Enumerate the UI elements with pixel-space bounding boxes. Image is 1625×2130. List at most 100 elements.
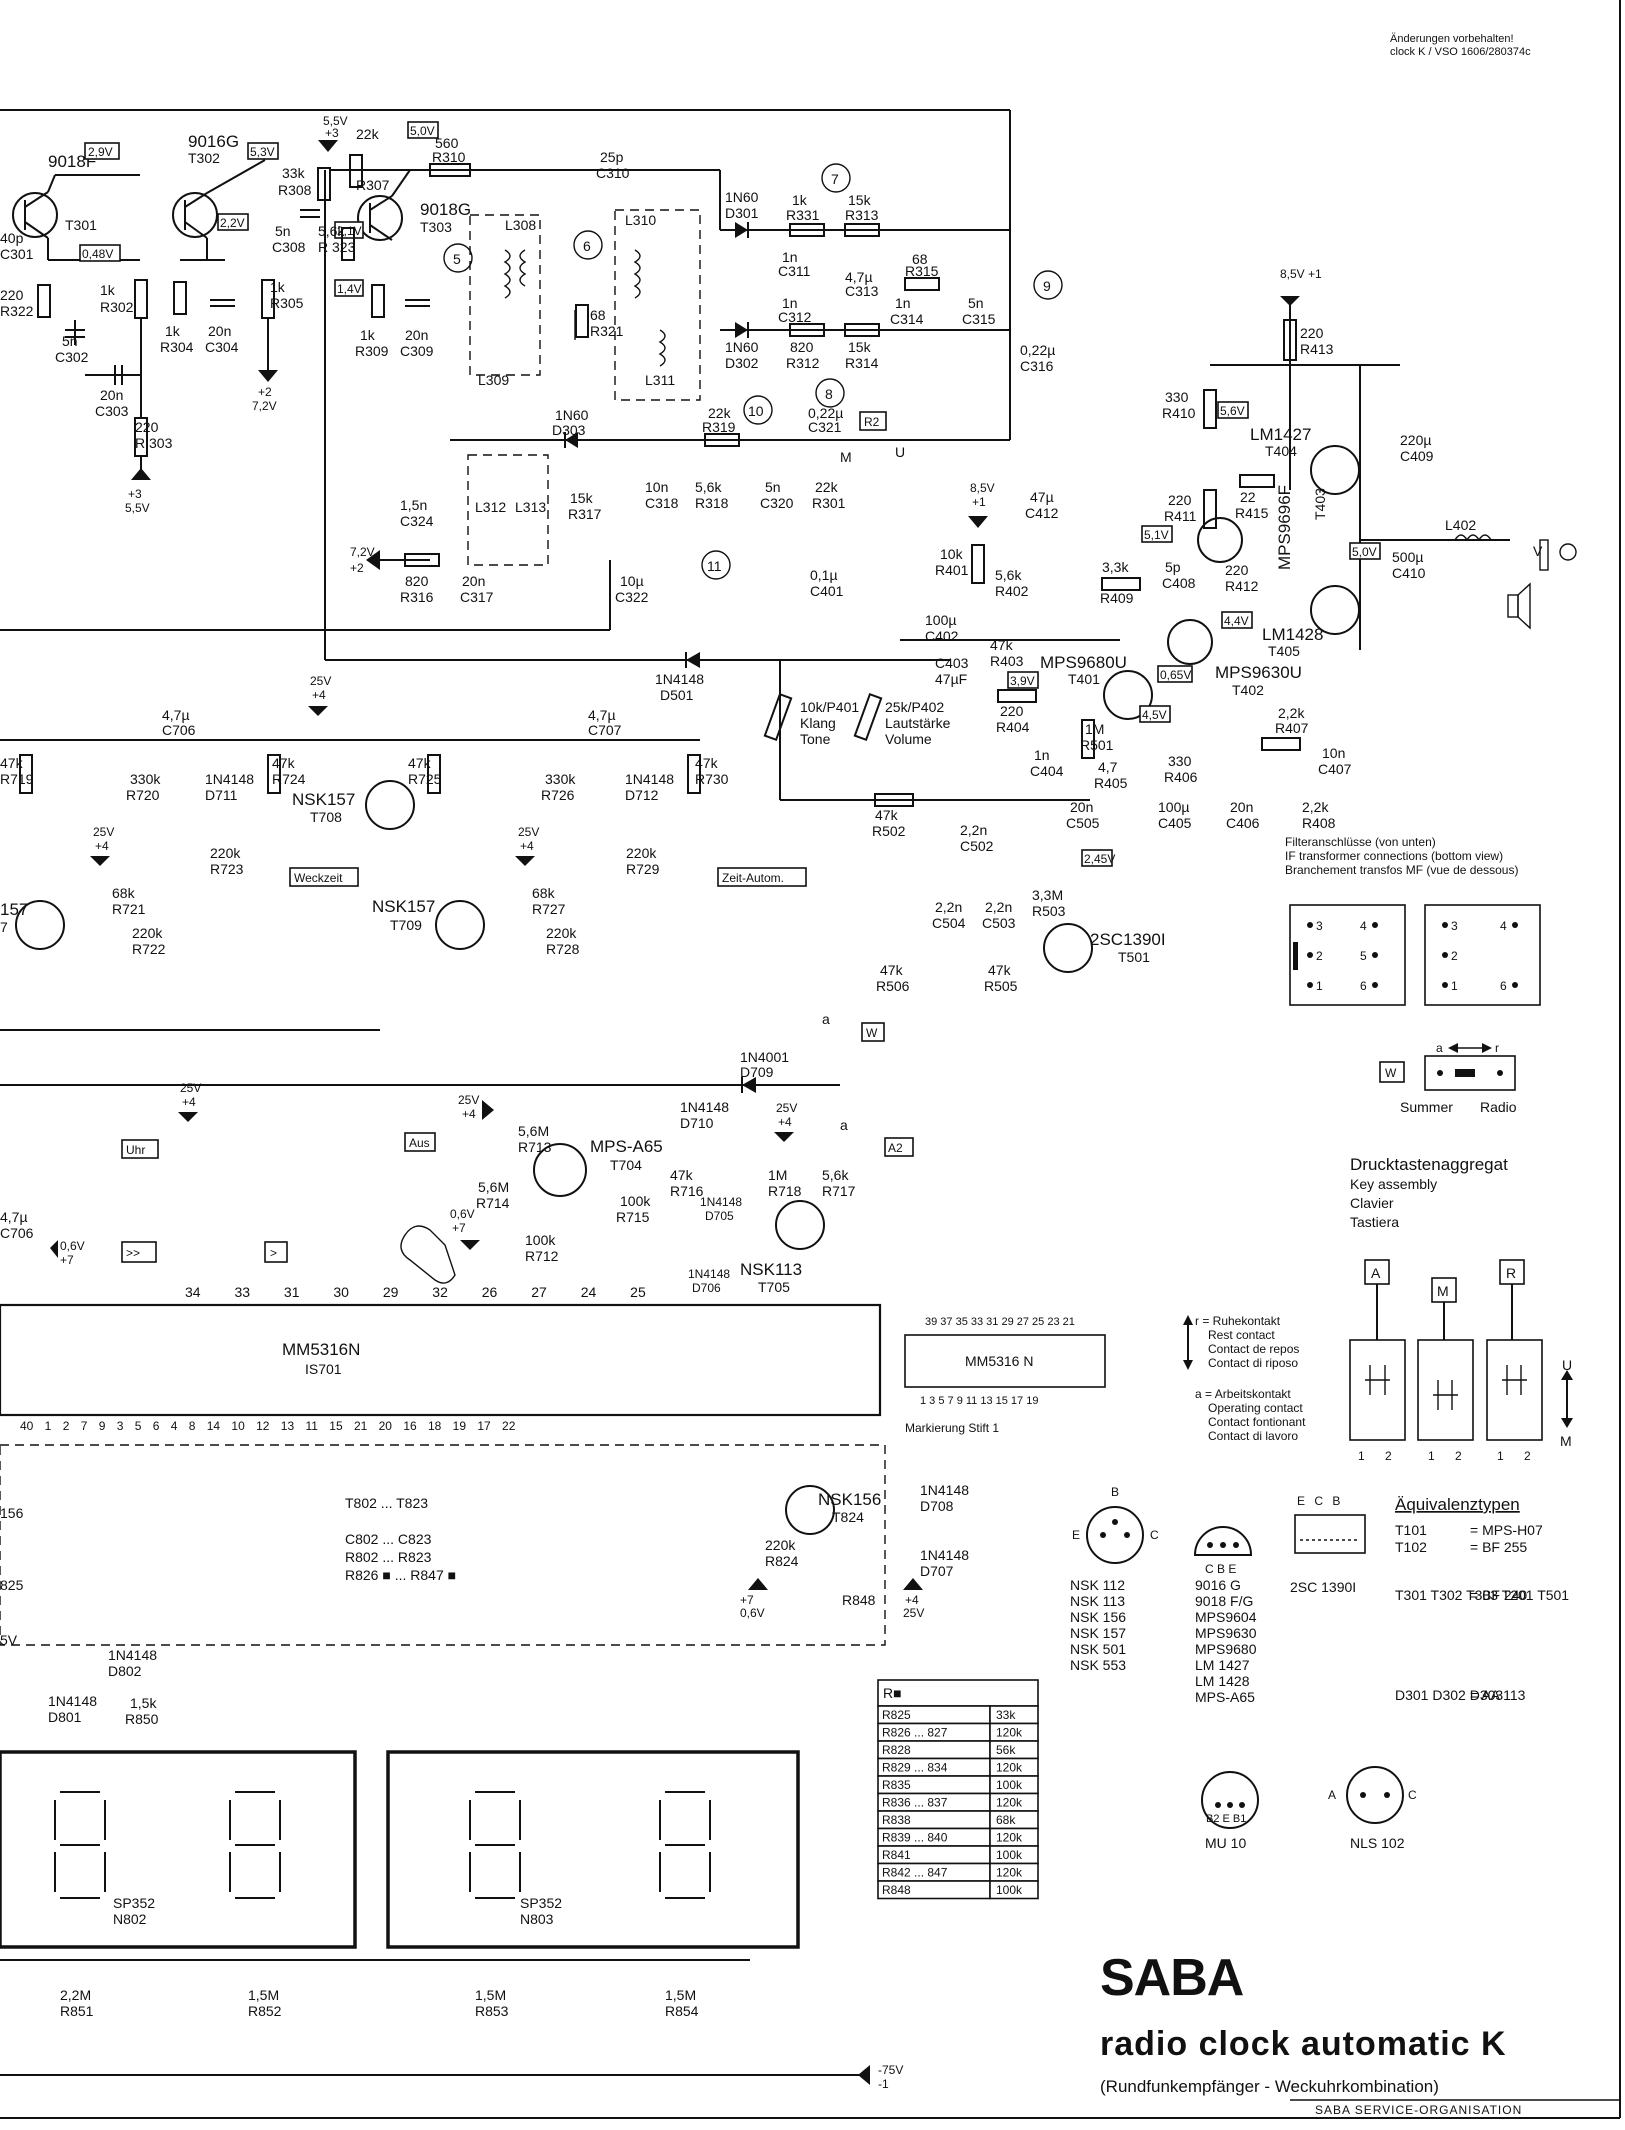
svg-text:1n: 1n xyxy=(782,249,798,265)
t302-type: 9016G xyxy=(188,132,239,151)
svg-text:2,2M: 2,2M xyxy=(60,1987,91,2003)
svg-text:4,7µ: 4,7µ xyxy=(162,707,190,723)
svg-text:1N4148: 1N4148 xyxy=(108,1647,157,1663)
svg-text:B: B xyxy=(1111,1485,1119,1499)
svg-text:C: C xyxy=(1150,1528,1159,1542)
svg-text:820: 820 xyxy=(790,339,814,355)
svg-text:8: 8 xyxy=(825,386,833,402)
svg-text:R■: R■ xyxy=(883,1685,902,1701)
svg-text:1n: 1n xyxy=(1034,747,1050,763)
svg-text:T405: T405 xyxy=(1268,643,1300,659)
svg-text:D301 D302 D303: D301 D302 D303 xyxy=(1395,1687,1503,1703)
t708-type: NSK157 xyxy=(292,790,355,809)
t301-type: 9018F xyxy=(48,152,96,171)
svg-text:R314: R314 xyxy=(845,355,879,371)
svg-text:R853: R853 xyxy=(475,2003,509,2019)
button-fast-forward[interactable]: >> xyxy=(126,1246,140,1260)
svg-text:R503: R503 xyxy=(1032,903,1066,919)
svg-text:R316: R316 xyxy=(400,589,434,605)
svg-text:-75V: -75V xyxy=(878,2063,903,2077)
svg-text:15k: 15k xyxy=(848,192,872,208)
svg-text:L402: L402 xyxy=(1445,517,1476,533)
svg-text:68k: 68k xyxy=(112,885,136,901)
svg-text:L309: L309 xyxy=(478,372,509,388)
ic-name: MM5316N xyxy=(282,1340,360,1359)
svg-text:N803: N803 xyxy=(520,1911,554,1927)
svg-text:6: 6 xyxy=(1500,979,1507,993)
svg-text:1N4148: 1N4148 xyxy=(700,1195,742,1209)
svg-text:C301: C301 xyxy=(0,246,34,262)
svg-text:r = Ruhekontakt: r = Ruhekontakt xyxy=(1195,1314,1281,1328)
svg-text:MPS-A65: MPS-A65 xyxy=(1195,1689,1255,1705)
svg-text:D707: D707 xyxy=(920,1563,954,1579)
svg-text:NLS 102: NLS 102 xyxy=(1350,1835,1405,1851)
svg-text:156: 156 xyxy=(0,1505,24,1521)
svg-text:2: 2 xyxy=(1316,949,1323,963)
svg-text:7: 7 xyxy=(831,171,839,187)
svg-text:R502: R502 xyxy=(872,823,906,839)
brand-logo: SABA xyxy=(1100,1949,1244,2007)
svg-text:10k/P401: 10k/P401 xyxy=(800,699,859,715)
key-m[interactable]: M xyxy=(1437,1283,1449,1299)
svg-text:+2: +2 xyxy=(350,561,364,575)
svg-text:R405: R405 xyxy=(1094,775,1128,791)
ic-top-pins: 34 33 31 30 29 32 26 27 24 25 xyxy=(185,1284,646,1300)
svg-text:C503: C503 xyxy=(982,915,1016,931)
svg-text:NSK 156: NSK 156 xyxy=(1070,1609,1126,1625)
svg-text:R 323: R 323 xyxy=(318,239,356,255)
svg-text:a: a xyxy=(822,1011,830,1027)
svg-text:R322: R322 xyxy=(0,303,34,319)
display-driver: T802 ... T823 C802 ... C823 R802 ... R82… xyxy=(0,1444,969,1727)
svg-text:C318: C318 xyxy=(645,495,679,511)
svg-text:8,5V: 8,5V xyxy=(970,481,995,495)
svg-text:R402: R402 xyxy=(995,583,1029,599)
svg-text:1k: 1k xyxy=(270,279,286,295)
svg-text:D706: D706 xyxy=(692,1281,721,1295)
svg-text:R403: R403 xyxy=(990,653,1024,669)
svg-text:+4: +4 xyxy=(462,1107,476,1121)
equivalents-title: Äquivalenztypen xyxy=(1395,1495,1520,1514)
svg-text:C409: C409 xyxy=(1400,448,1434,464)
node-10 xyxy=(743,395,773,425)
resistor-value: 100k xyxy=(996,1848,1023,1862)
svg-text:33k: 33k xyxy=(282,165,306,181)
resistor-ref: R836 ... 837 xyxy=(882,1796,948,1810)
svg-text:68k: 68k xyxy=(532,885,556,901)
digit-n802-a xyxy=(54,1791,106,1899)
resistor-ref: R835 xyxy=(882,1778,911,1792)
svg-text:R852: R852 xyxy=(248,2003,282,2019)
svg-text:+4: +4 xyxy=(95,839,109,853)
pinout-diagrams: B E C NSK 112 NSK 113 NSK 156 NSK 157 NS… xyxy=(1070,1485,1417,1851)
svg-text:4: 4 xyxy=(1360,919,1367,933)
svg-text:5,6k: 5,6k xyxy=(822,1167,849,1183)
svg-text:Key assembly: Key assembly xyxy=(1350,1176,1437,1192)
resistor-value: 56k xyxy=(996,1743,1016,1757)
svg-text:2,2n: 2,2n xyxy=(985,899,1012,915)
svg-text:1,5M: 1,5M xyxy=(248,1987,279,2003)
svg-text:2: 2 xyxy=(1385,1449,1392,1463)
buzzer-oscillator: 1N4148 D501 47k R502 2,2n C502 2,45V 3,3… xyxy=(610,652,1166,994)
svg-text:C B E: C B E xyxy=(1205,1562,1236,1576)
svg-text:25V: 25V xyxy=(180,1081,201,1095)
svg-text:R851: R851 xyxy=(60,2003,94,2019)
svg-text:T708: T708 xyxy=(310,809,342,825)
resistor-table: R■ xyxy=(877,1679,1039,1707)
product-subtitle: (Rundfunkempfänger - Weckuhrkombination) xyxy=(1100,2077,1439,2096)
svg-text:220: 220 xyxy=(1000,703,1024,719)
svg-text:22k: 22k xyxy=(356,126,380,142)
key-a[interactable]: A xyxy=(1371,1265,1381,1281)
svg-text:R714: R714 xyxy=(476,1195,510,1211)
svg-text:C315: C315 xyxy=(962,311,996,327)
key-r[interactable]: R xyxy=(1506,1265,1516,1281)
transistor-t302: 9016G T302 5,3V 2,2V 1k R304 20n C304 1k… xyxy=(160,132,304,413)
display-bias-resistors: 2,2M R851 1,5M R852 1,5M R853 1,5M R854 … xyxy=(0,1959,903,2091)
svg-text:1,5M: 1,5M xyxy=(475,1987,506,2003)
button-step[interactable]: > xyxy=(270,1246,277,1260)
svg-text:47k: 47k xyxy=(408,755,432,771)
svg-text:3,9V: 3,9V xyxy=(1010,674,1035,688)
svg-text:560: 560 xyxy=(435,135,459,151)
svg-text:+7: +7 xyxy=(452,1221,466,1235)
resistor-ref: R829 ... 834 xyxy=(882,1761,948,1775)
